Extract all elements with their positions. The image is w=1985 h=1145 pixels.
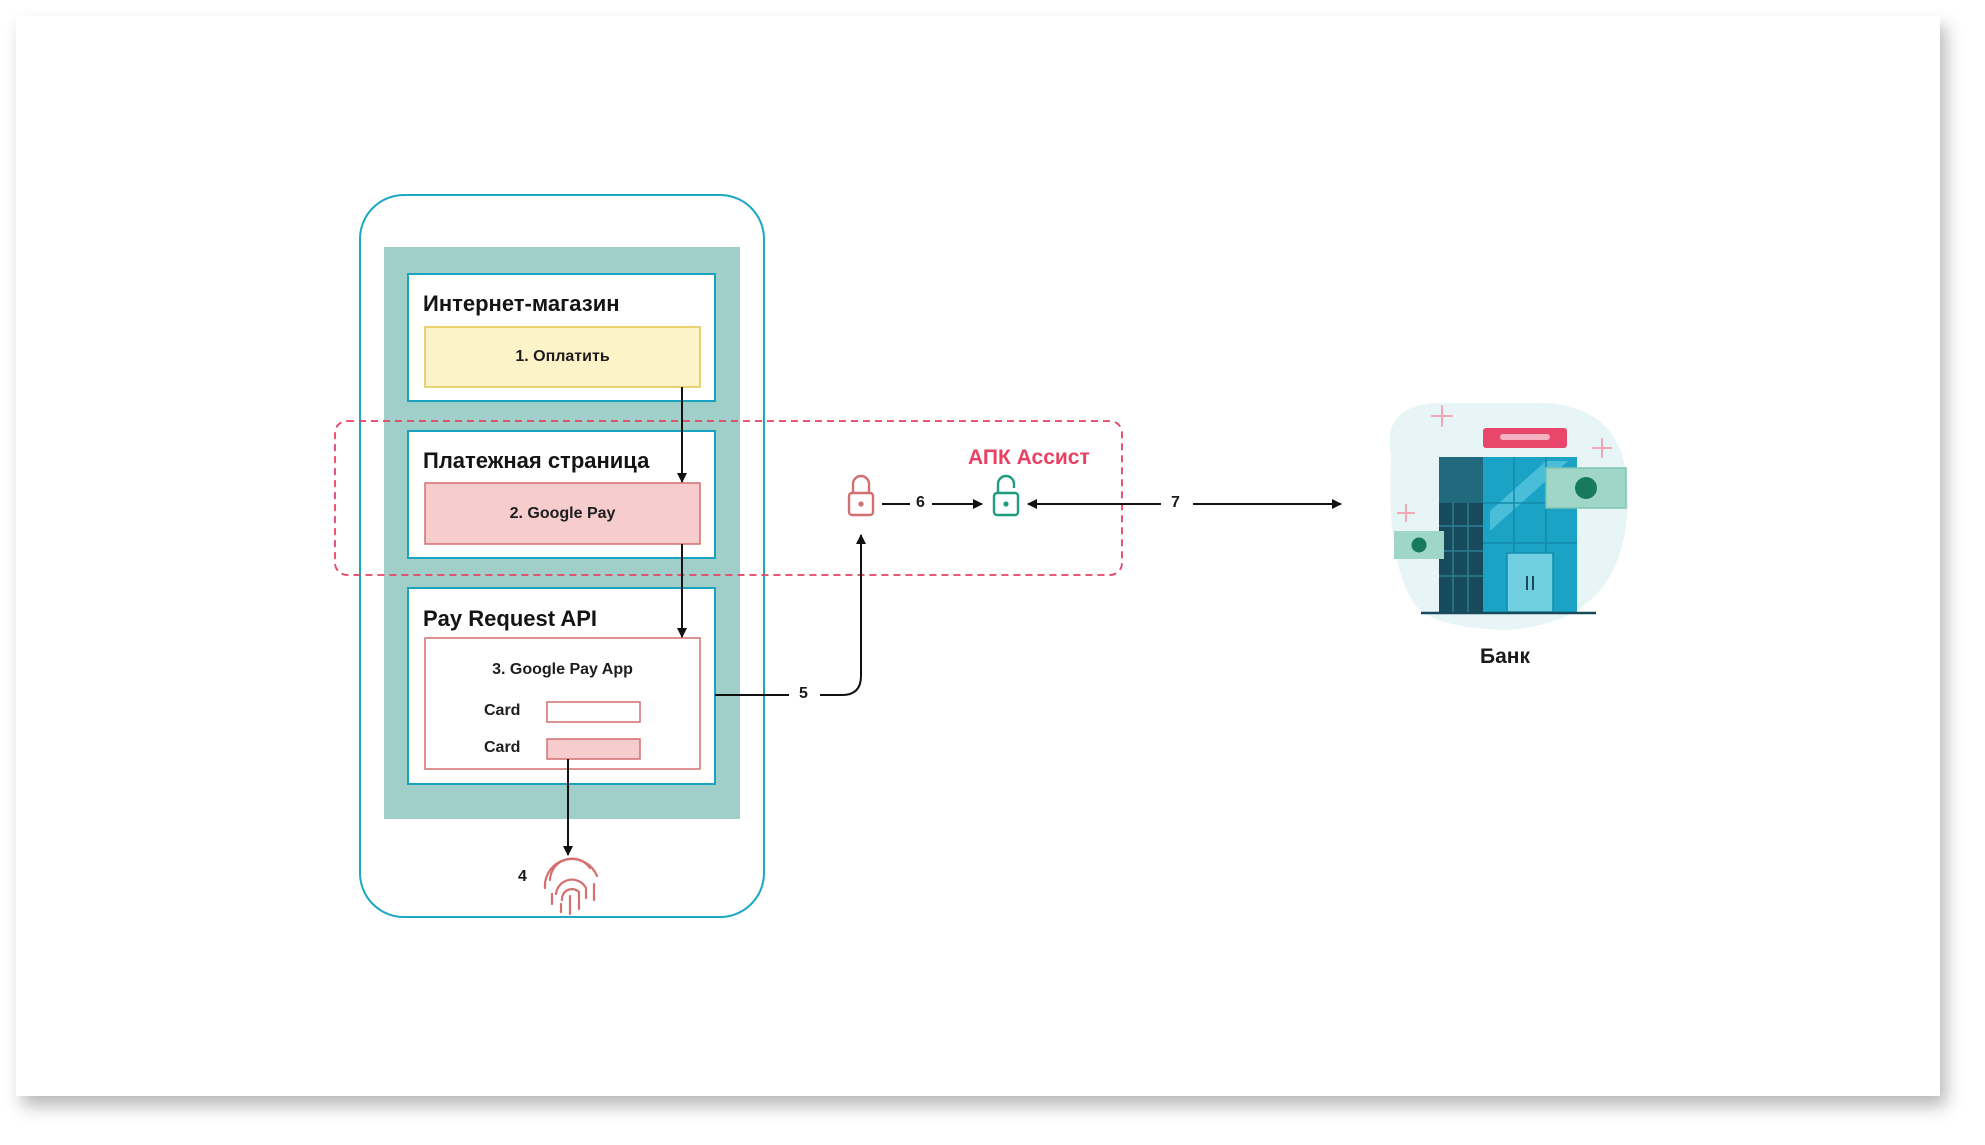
bank-building-icon [1389, 403, 1628, 630]
google-pay-button-label: 2. Google Pay [509, 505, 616, 522]
bank-label: Банк [1480, 645, 1530, 668]
pay-request-title: Pay Request API [423, 606, 598, 631]
pay-button-1-label: 1. Оплатить [515, 348, 610, 365]
card-label-2: Card [484, 739, 521, 756]
card-field-2 [546, 738, 641, 760]
assist-zone [334, 420, 1123, 576]
step-6-label: 6 [916, 494, 925, 511]
connector-5-right [820, 534, 866, 696]
assist-zone-label: АПК Ассист [968, 446, 1090, 469]
card-field-1 [546, 701, 641, 723]
store-title: Интернет-магазин [423, 291, 620, 316]
pay-button-1 [424, 326, 701, 388]
card-label-1: Card [484, 702, 521, 719]
lock-closed-icon [847, 474, 875, 517]
fingerprint-icon [543, 857, 599, 916]
lock-open-icon [992, 474, 1020, 517]
phone-outline [359, 194, 765, 918]
google-pay-app-title: 3. Google Pay App [492, 661, 633, 678]
payment-page-title: Платежная страница [423, 448, 650, 473]
step-7-label: 7 [1171, 494, 1180, 511]
diagram-canvas: АПК Ассист Интернет-магазин 1. Оплатить … [16, 16, 1940, 1096]
step-4-label: 4 [518, 868, 527, 885]
google-pay-button [424, 482, 701, 545]
step-5-label: 5 [799, 685, 808, 702]
diagram-graphics [334, 194, 1628, 918]
